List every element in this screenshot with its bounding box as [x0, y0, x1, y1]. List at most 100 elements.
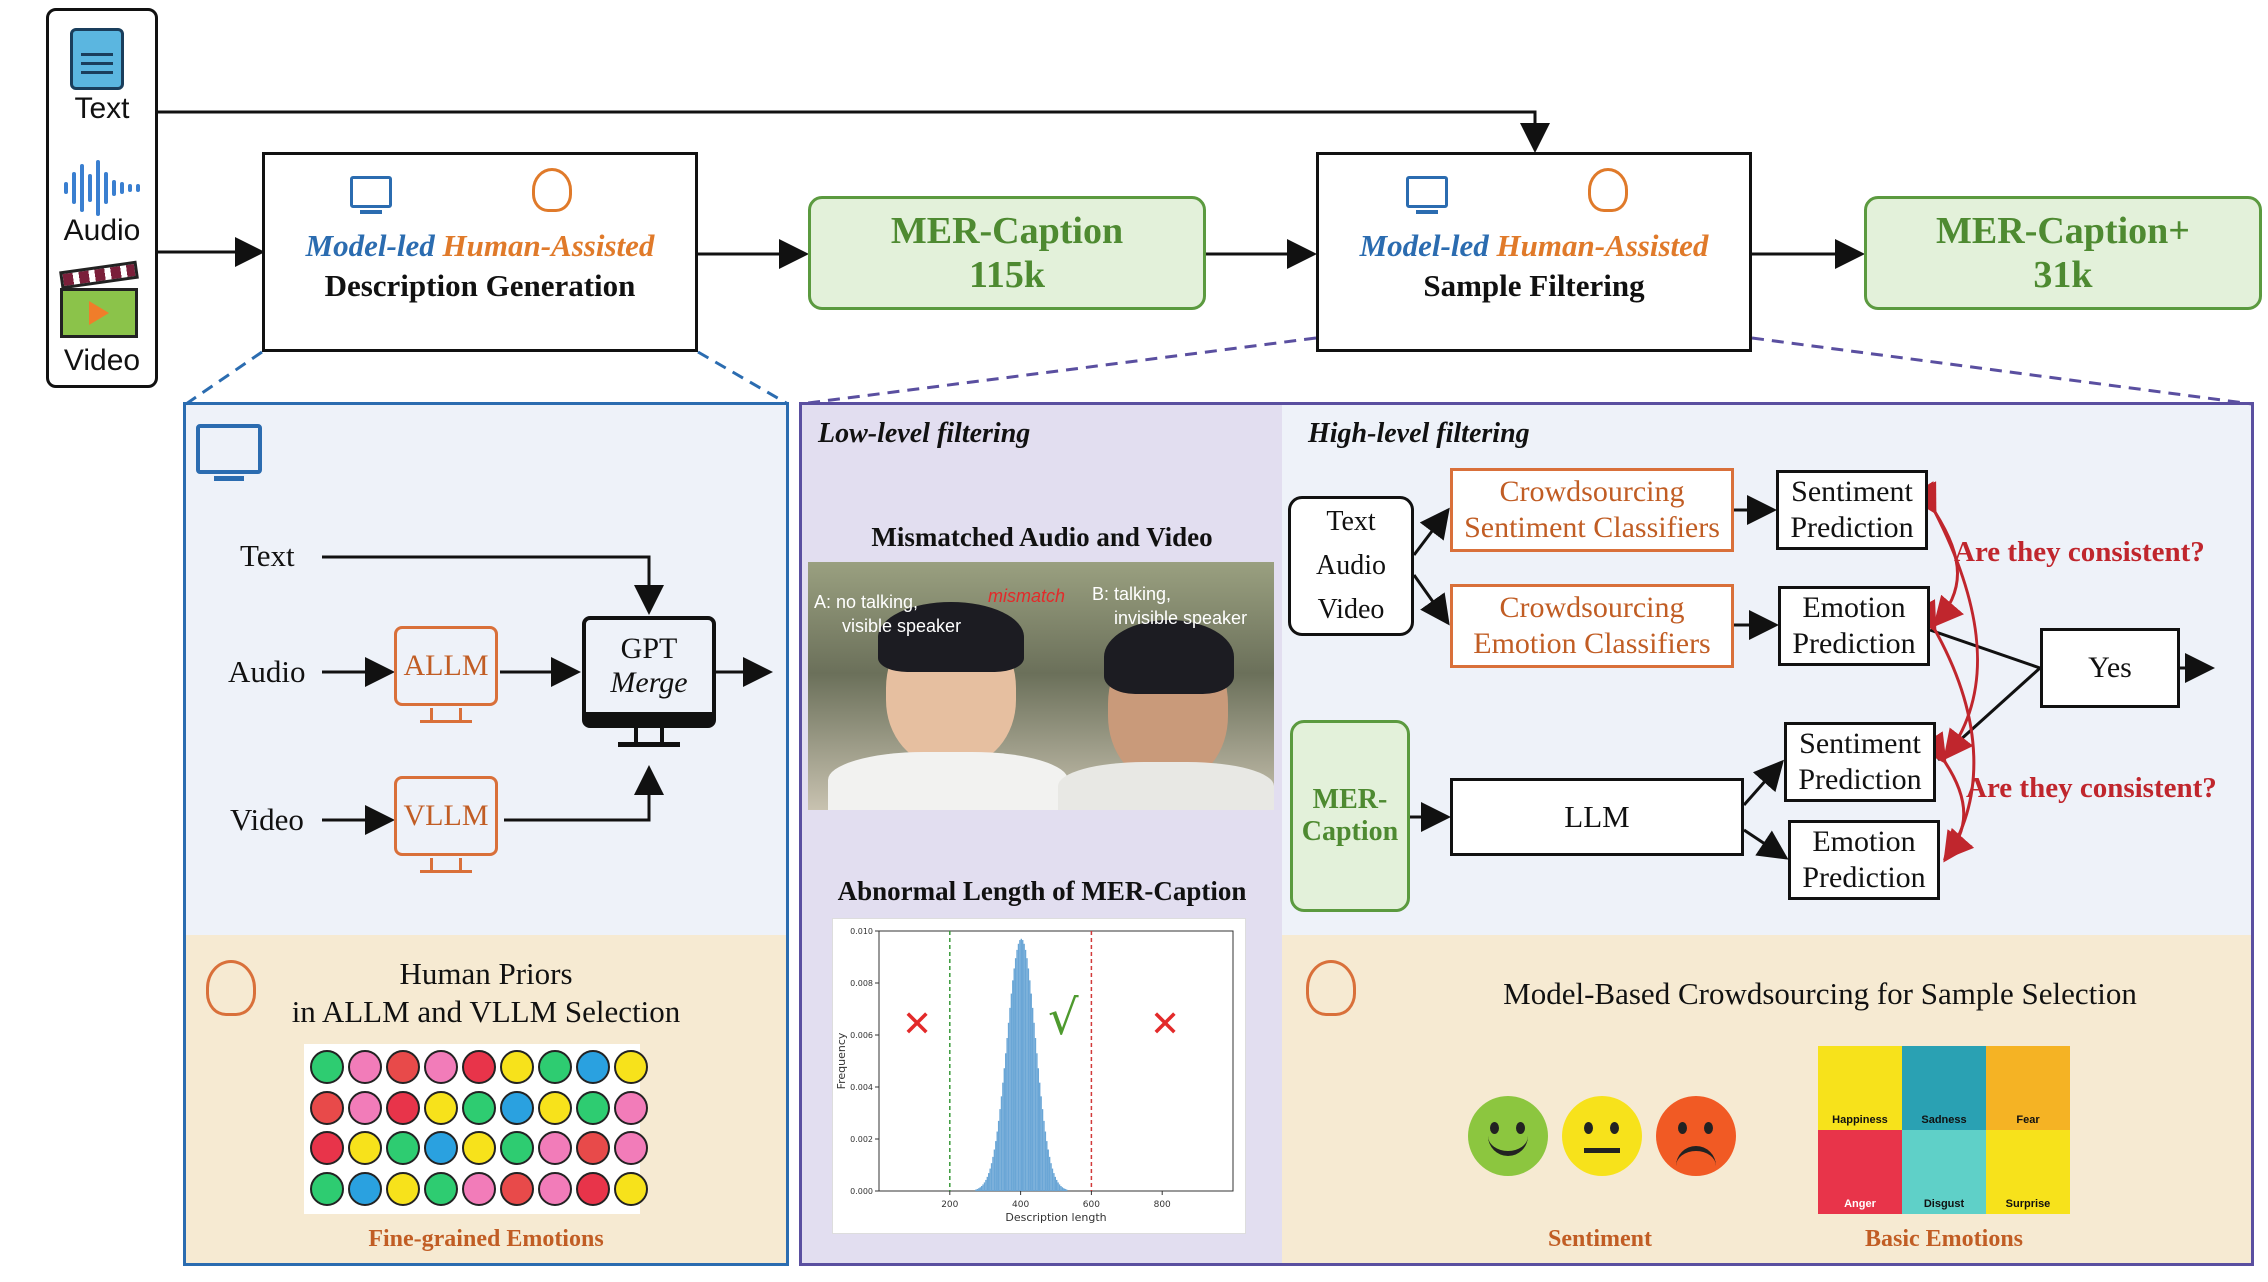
y-tick-label: 0.002 — [850, 1135, 873, 1144]
merge-label: Merge — [610, 666, 688, 699]
crowd-human-icon — [1306, 960, 1356, 1016]
x-axis-label: Description length — [1005, 1211, 1106, 1224]
histogram-bar — [1019, 940, 1021, 1191]
emoji-face-icon — [348, 1131, 382, 1165]
crowd-emotion-classifiers-box: Crowdsourcing Emotion Classifiers — [1450, 584, 1734, 668]
x-tick-label: 200 — [941, 1200, 958, 1210]
filter-box-header: Model-led Human-Assisted — [1316, 228, 1752, 264]
histogram-bar — [982, 1184, 984, 1191]
histogram-bar — [1003, 1068, 1006, 1191]
tav-video: Video — [1317, 594, 1385, 625]
emoji-face-icon — [500, 1090, 534, 1125]
emoji-face-icon — [386, 1171, 420, 1206]
histogram-bar — [1000, 1096, 1003, 1191]
gpt-label: GPT — [620, 632, 678, 665]
histogram-bar — [1012, 980, 1014, 1191]
length-title: Abnormal Length of MER-Caption — [837, 876, 1247, 906]
histogram-bar — [1020, 938, 1023, 1191]
mer-caption-label: MER-Caption — [890, 210, 1124, 252]
histogram-bar — [989, 1168, 991, 1191]
histogram-bar — [980, 1185, 983, 1191]
emoji-face-icon — [348, 1171, 382, 1206]
mer-caption-source-line2: Caption — [1301, 816, 1399, 847]
gpt-stand-icon — [634, 728, 664, 744]
histogram-bar — [1048, 1156, 1051, 1191]
histogram-bar — [1061, 1187, 1064, 1191]
allm-label: ALLM — [403, 649, 489, 682]
emoji-face-icon — [424, 1131, 458, 1165]
speaker-b-hair — [1104, 620, 1234, 694]
speaker-b-line2: invisible speaker — [1114, 608, 1248, 628]
sadness-label: Sadness — [1921, 1114, 1967, 1126]
speaker-b-line1: B: talking, — [1092, 584, 1172, 604]
emoji-face-icon — [424, 1171, 458, 1206]
mer-caption-box: MER-Caption 115k — [808, 196, 1206, 310]
tav-text: Text — [1326, 506, 1376, 537]
speaker-a-hair — [878, 602, 1024, 672]
mer-caption-plus-count: 31k — [2033, 254, 2093, 296]
sentiment-prediction-box-2: Sentiment Prediction — [1784, 722, 1936, 802]
histogram-bar — [1026, 958, 1028, 1191]
input-audio-label: Audio — [63, 214, 141, 247]
y-axis-label: Frequency — [835, 1032, 848, 1089]
mer-caption-source-box: MER- Caption — [1290, 720, 1410, 912]
happiness-label: Happiness — [1832, 1114, 1888, 1126]
histogram-bar — [1023, 943, 1025, 1191]
neutral-face-icon — [1562, 1096, 1642, 1176]
emoji-face-icon — [538, 1131, 572, 1165]
mer-caption-plus-label: MER-Caption+ — [1936, 210, 2190, 252]
fear-tile: Fear — [1986, 1046, 2070, 1130]
panel-monitor-stand-icon — [214, 476, 244, 481]
emoji-face-icon — [576, 1171, 610, 1206]
crowd-emotion-line1: Crowdsourcing — [1499, 591, 1685, 624]
histogram-bar — [983, 1182, 986, 1191]
monitor-icon — [1406, 176, 1448, 208]
vllm-base-icon — [420, 870, 472, 873]
histogram-bar — [1016, 949, 1018, 1191]
histogram-bar — [979, 1187, 981, 1191]
mer-caption-source-line1: MER- — [1312, 784, 1388, 815]
histogram-bar — [1063, 1188, 1065, 1191]
tav-audio: Audio — [1316, 550, 1386, 581]
histogram-bar — [1010, 993, 1013, 1191]
emoji-face-icon — [576, 1131, 610, 1165]
right-cross-icon: ✕ — [1150, 1004, 1181, 1045]
human-assisted-label: Human-Assisted — [1496, 228, 1709, 263]
crowd-sentiment-line2: Sentiment Classifiers — [1464, 511, 1720, 544]
anger-tile: Anger — [1818, 1130, 1902, 1214]
emoji-face-icon — [500, 1131, 534, 1165]
emoji-face-icon — [462, 1131, 496, 1165]
video-clapper-icon — [59, 260, 140, 342]
emotion-prediction-box-2: Emotion Prediction — [1788, 820, 1940, 900]
input-text-label: Text — [74, 92, 130, 125]
gpt-merge-monitor: GPT Merge — [582, 616, 716, 728]
human-prior-icon — [206, 960, 256, 1016]
mismatch-video-frame — [808, 562, 1274, 810]
crowd-sentiment-classifiers-box: Crowdsourcing Sentiment Classifiers — [1450, 468, 1734, 552]
emoji-face-icon — [386, 1090, 420, 1125]
histogram-bar — [1058, 1184, 1061, 1191]
emoji-face-icon — [614, 1171, 648, 1206]
histogram-bar — [1044, 1131, 1047, 1191]
histogram-bar — [1027, 968, 1030, 1191]
speaker-b-note: B: talking, invisible speaker — [1092, 582, 1247, 630]
sentiment-pred-2-line2: Prediction — [1798, 763, 1922, 796]
sentiment-prediction-box-1: Sentiment Prediction — [1776, 470, 1928, 550]
gen-box-header: Model-led Human-Assisted — [262, 228, 698, 264]
check-icon: √ — [1048, 990, 1079, 1046]
surprise-tile: Surprise — [1986, 1130, 2070, 1214]
histogram-bar — [1060, 1185, 1062, 1191]
histogram-bar — [978, 1188, 980, 1191]
anger-label: Anger — [1844, 1198, 1876, 1210]
disgust-tile: Disgust — [1902, 1130, 1986, 1214]
basic-emotions-caption: Basic Emotions — [1864, 1226, 2023, 1252]
histogram-bar — [993, 1149, 996, 1191]
histogram-bar — [995, 1141, 997, 1191]
emoji-face-icon — [310, 1050, 344, 1084]
histogram-bar — [1009, 1007, 1011, 1191]
histogram-bar — [986, 1176, 989, 1191]
histogram-bar — [1051, 1168, 1054, 1191]
emoji-face-icon — [576, 1050, 610, 1084]
histogram-bar — [1013, 968, 1015, 1191]
